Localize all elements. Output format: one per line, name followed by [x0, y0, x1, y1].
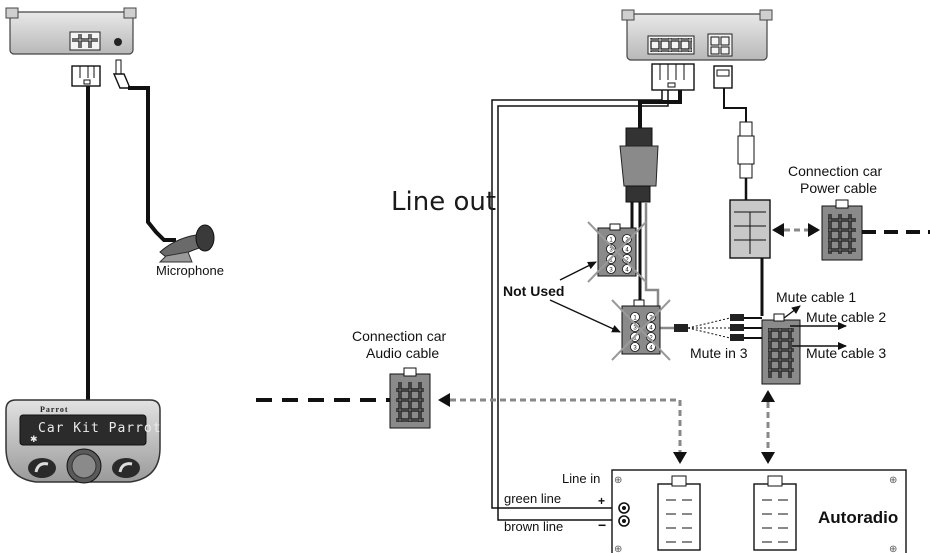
- audio-connection-arrow: [438, 393, 687, 464]
- minus-sign: −: [598, 517, 606, 533]
- not-used-cross-top: [587, 221, 647, 283]
- pin-number: 4: [625, 268, 629, 274]
- connection-power-label-2: Power cable: [800, 180, 877, 196]
- connector-pin: 4: [622, 244, 632, 254]
- connector-pins: 1234123412341234: [606, 234, 656, 352]
- connection-audio-label-2: Audio cable: [366, 345, 439, 361]
- pin-number: 3: [633, 326, 637, 332]
- pin-number: 1: [633, 336, 637, 342]
- pin-number: 4: [625, 248, 629, 254]
- power-cable: [723, 88, 747, 122]
- left-module: [5, 7, 137, 55]
- display-screen-text: Car Kit Parrot: [38, 421, 162, 436]
- line-out-cable: [491, 90, 663, 509]
- left-module-plug: [71, 65, 101, 87]
- harness-splitter: [619, 127, 659, 203]
- pin-number: 1: [609, 238, 613, 244]
- microphone-cable: [128, 86, 176, 242]
- autoradio-socket-right: [753, 475, 797, 551]
- line-in-label: Line in: [562, 471, 600, 486]
- not-used-arrow-top: [559, 261, 597, 281]
- mute-cable-2-label: Mute cable 2: [806, 309, 886, 325]
- pin-number: 2: [649, 336, 653, 342]
- svg-text:⊕: ⊕: [889, 475, 897, 486]
- pin-number: 3: [633, 346, 637, 352]
- autoradio-label: Autoradio: [818, 508, 898, 527]
- svg-text:⊕: ⊕: [614, 475, 622, 486]
- mute-in-3-label: Mute in 3: [690, 345, 748, 361]
- connector-pin: 1: [606, 234, 616, 244]
- mute-in-plugs: [674, 314, 762, 341]
- jack-plug-icon: [112, 59, 132, 89]
- not-used-arrow-bottom: [549, 299, 621, 333]
- pin-number: 2: [625, 258, 629, 264]
- pin-number: 3: [609, 268, 613, 274]
- autoradio-socket-left: [657, 475, 701, 551]
- display-unit: Parrot Car Kit Parrot ✱: [5, 399, 162, 484]
- hangup-button-icon[interactable]: [118, 462, 133, 473]
- microphone-label: Microphone: [156, 263, 224, 278]
- svg-text:⊕: ⊕: [614, 544, 622, 553]
- svg-text:⊕: ⊕: [889, 544, 897, 553]
- car-power-connector: [821, 199, 863, 261]
- power-plug: [713, 65, 733, 89]
- mute-cable-1-arrow: [783, 305, 801, 319]
- mute-in-cable: [644, 202, 676, 330]
- car-audio-connector: [389, 367, 431, 429]
- mute-cable-1-label: Mute cable 1: [776, 289, 856, 305]
- line-out-label: Line out: [391, 187, 496, 217]
- brown-line-label: brown line: [504, 519, 563, 534]
- pin-number: 4: [649, 326, 653, 332]
- pin-number: 1: [609, 258, 613, 264]
- power-connector: [729, 199, 771, 259]
- connector-pin: 3: [606, 264, 616, 274]
- connector-pin: 4: [646, 342, 656, 352]
- right-module-plug: [651, 63, 695, 91]
- not-used-label: Not Used: [503, 283, 564, 299]
- fuse-holder: [737, 121, 755, 179]
- bluetooth-icon: ✱: [30, 435, 38, 445]
- pin-number: 3: [609, 248, 613, 254]
- connector-pin: 3: [630, 342, 640, 352]
- connection-power-label-1: Connection car: [788, 163, 883, 179]
- connector-pin: 1: [630, 312, 640, 322]
- call-button-icon[interactable]: [34, 462, 49, 473]
- plus-sign: +: [598, 494, 605, 508]
- microphone-icon: [158, 224, 215, 263]
- connector-pin: 4: [646, 322, 656, 332]
- connector-pin: 4: [622, 264, 632, 274]
- mute-cable-3-label: Mute cable 3: [806, 345, 886, 361]
- mute-connector: [761, 313, 801, 385]
- not-used-cross-bottom: [611, 299, 671, 361]
- connection-audio-label-1: Connection car: [352, 328, 447, 344]
- pin-number: 1: [633, 316, 637, 322]
- display-brand: Parrot: [40, 405, 69, 414]
- green-line-label: green line: [504, 491, 561, 506]
- right-module: [621, 9, 773, 61]
- main-harness: [638, 90, 682, 130]
- pin-number: 4: [649, 346, 653, 352]
